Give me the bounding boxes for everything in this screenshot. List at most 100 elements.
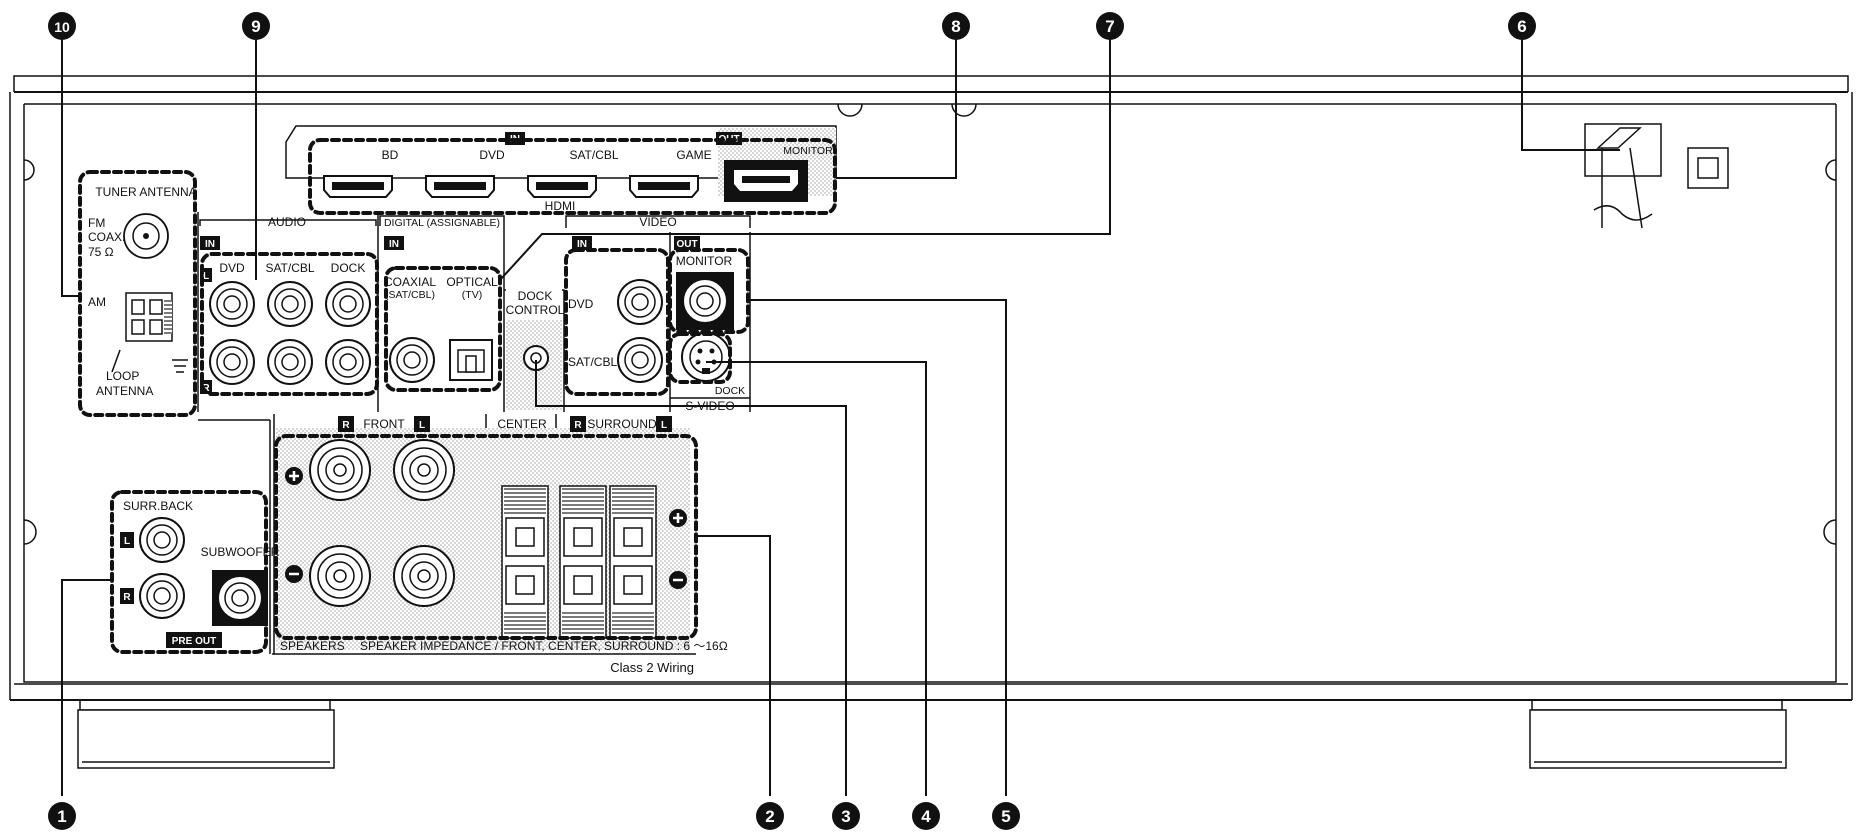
callout-1: 1 — [48, 802, 76, 830]
preout-section: SURR.BACK SUBWOOFER L R PRE OUT — [120, 420, 280, 654]
audio-dvd-r-jack[interactable] — [209, 339, 255, 385]
svg-text:DVD: DVD — [219, 261, 245, 275]
video-monitor-out-jack[interactable] — [676, 272, 734, 330]
preout-subwoofer-jack[interactable] — [212, 570, 268, 626]
preout-surrback-l-jack[interactable] — [139, 517, 185, 563]
svg-text:5: 5 — [1001, 807, 1010, 826]
digital-in-badge — [384, 236, 404, 250]
svg-text:10: 10 — [54, 19, 70, 35]
hdmi-dvd-jack[interactable] — [425, 175, 495, 198]
hdmi-group-label: HDMI — [545, 199, 576, 213]
surround-l-speaker-terminal[interactable] — [609, 485, 657, 639]
svg-text:SUBWOOFER: SUBWOOFER — [201, 545, 280, 559]
svg-text:MONITOR: MONITOR — [676, 254, 733, 268]
svg-text:IN: IN — [389, 239, 399, 250]
svg-text:75 Ω: 75 Ω — [88, 245, 114, 259]
hdmi-satcbl-label: SAT/CBL — [569, 148, 618, 162]
audio-in-badge — [200, 236, 220, 250]
svg-text:(SAT/CBL): (SAT/CBL) — [385, 289, 435, 301]
preout-surrback-r-jack[interactable] — [139, 573, 185, 619]
audio-dvd-l-jack[interactable] — [209, 281, 255, 327]
hdmi-game-jack[interactable] — [629, 175, 699, 198]
audio-satcbl-r-jack[interactable] — [267, 339, 313, 385]
tuner-title: TUNER ANTENNA — [95, 185, 196, 199]
svg-text:FRONT: FRONT — [363, 417, 405, 431]
callout-8-group — [308, 138, 837, 215]
preout-badge — [166, 632, 222, 648]
svg-text:DVD: DVD — [568, 297, 594, 311]
audio-dock-l-jack[interactable] — [325, 281, 371, 327]
svg-text:Class 2 Wiring: Class 2 Wiring — [610, 660, 694, 675]
callout-10: 10 — [48, 12, 76, 40]
svg-text:4: 4 — [921, 807, 931, 826]
callout-5: 5 — [992, 802, 1020, 830]
digital-section: DIGITAL (ASSIGNABLE) IN COAXIAL (SAT/CBL… — [377, 212, 505, 412]
svg-text:ANTENNA: ANTENNA — [96, 384, 153, 398]
plus-icon-front — [285, 467, 303, 485]
hdmi-bd-jack[interactable] — [323, 175, 393, 198]
callout-1-group — [110, 490, 268, 654]
svg-text:SURROUND: SURROUND — [587, 417, 657, 431]
minus-icon-surround — [669, 571, 687, 589]
hdmi-satcbl-jack[interactable] — [527, 175, 597, 198]
front-l-plus-post[interactable] — [393, 439, 455, 501]
svg-text:DOCK: DOCK — [331, 261, 366, 275]
svg-text:SAT/CBL: SAT/CBL — [568, 355, 617, 369]
svg-text:2: 2 — [765, 807, 774, 826]
video-out-badge — [674, 236, 700, 250]
svideo-dock-jack[interactable] — [681, 332, 731, 382]
svg-text:FM: FM — [88, 216, 105, 230]
svg-text:9: 9 — [251, 17, 260, 36]
fm-antenna-jack[interactable] — [123, 213, 169, 259]
front-l-minus-post[interactable] — [393, 545, 455, 607]
right-foot — [1529, 700, 1787, 769]
svg-text:COAX.: COAX. — [88, 230, 125, 244]
video-dvd-in-jack[interactable] — [617, 279, 663, 325]
center-speaker-terminal[interactable] — [501, 485, 549, 639]
callout-10-group — [78, 170, 197, 417]
callout-9-group — [200, 252, 379, 396]
leader-lines — [61, 38, 1620, 796]
chassis — [9, 75, 1853, 701]
front-r-minus-post[interactable] — [309, 545, 371, 607]
svg-text:OPTICAL: OPTICAL — [446, 275, 498, 289]
svg-text:R: R — [342, 420, 350, 431]
svg-text:COAXIAL: COAXIAL — [384, 275, 436, 289]
front-r-plus-post[interactable] — [309, 439, 371, 501]
svg-text:DOCK: DOCK — [715, 385, 745, 397]
callout-4-group — [668, 332, 732, 384]
audio-dock-r-jack[interactable] — [325, 339, 371, 385]
callout-2: 2 — [756, 802, 784, 830]
svg-text:OUT: OUT — [676, 239, 697, 250]
surround-r-speaker-terminal[interactable] — [559, 485, 607, 639]
video-in-group — [564, 248, 670, 396]
callout-3: 3 — [832, 802, 860, 830]
plus-icon-surround — [669, 509, 687, 527]
callout-7-group — [384, 266, 502, 392]
svg-text:SAT/CBL: SAT/CBL — [265, 261, 314, 275]
svg-text:CENTER: CENTER — [497, 417, 547, 431]
hdmi-monitor-label: MONITOR — [783, 145, 833, 157]
svg-text:SURR.BACK: SURR.BACK — [123, 499, 193, 513]
svg-text:CONTROL: CONTROL — [506, 303, 565, 317]
svg-text:LOOP: LOOP — [106, 369, 139, 383]
video-satcbl-in-jack[interactable] — [617, 337, 663, 383]
svg-text:L: L — [661, 420, 667, 431]
hdmi-game-label: GAME — [676, 148, 711, 162]
hdmi-jacks — [323, 160, 808, 202]
svg-text:L: L — [203, 271, 209, 282]
hdmi-dvd-label: DVD — [479, 148, 505, 162]
svg-text:IN: IN — [577, 239, 587, 250]
digital-coaxial-jack[interactable] — [389, 337, 435, 383]
audio-title: AUDIO — [268, 215, 306, 229]
hdmi-monitor-out-jack[interactable] — [724, 160, 808, 202]
audio-satcbl-l-jack[interactable] — [267, 281, 313, 327]
speakers-section: R FRONT L CENTER R SURROUND L — [272, 414, 728, 675]
svg-text:R: R — [202, 383, 210, 394]
left-foot — [77, 700, 335, 769]
svg-text:6: 6 — [1517, 17, 1526, 36]
am-antenna-terminal[interactable] — [125, 292, 173, 342]
digital-optical-jack[interactable] — [449, 339, 493, 381]
dock-control-section: DOCK CONTROL — [503, 228, 565, 412]
